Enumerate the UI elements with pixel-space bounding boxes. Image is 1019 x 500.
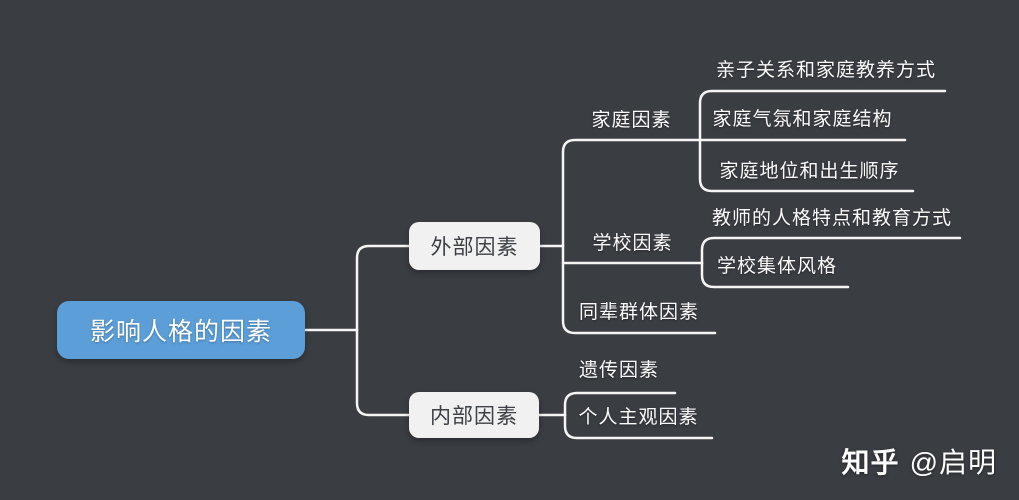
- leaf-school-collective-style: 学校集体风格: [716, 256, 837, 277]
- link-school-to-style: [700, 261, 850, 289]
- link-internal-to-genetic: [563, 391, 677, 417]
- link-root-to-internal: [355, 328, 411, 417]
- node-external-factors: 外部因素: [409, 222, 540, 270]
- node-peer-group-factors: 同辈群体因素: [578, 302, 699, 323]
- leaf-family-status-and-birth-order: 家庭地位和出生顺序: [719, 161, 900, 182]
- author-handle: @启明: [909, 447, 997, 478]
- node-personal-subjective-factors: 个人主观因素: [578, 407, 699, 428]
- leaf-teacher-personality-and-education-style: 教师的人格特点和教育方式: [711, 208, 952, 229]
- link-external-to-peer: [561, 244, 717, 335]
- root-node-factors-affecting-personality: 影响人格的因素: [57, 301, 305, 359]
- link-family-to-status: [698, 138, 915, 193]
- zhihu-watermark: 知乎 @启明: [842, 441, 997, 481]
- link-external-to-family: [561, 138, 702, 248]
- node-internal-factors: 内部因素: [409, 392, 539, 438]
- link-internal-to-subjective: [563, 413, 714, 440]
- link-school-to-teacher: [700, 236, 962, 265]
- node-family-factors: 家庭因素: [591, 110, 672, 131]
- node-school-factors: 学校因素: [592, 233, 673, 254]
- leaf-family-atmosphere-and-structure: 家庭气氛和家庭结构: [712, 109, 893, 130]
- link-root-to-external: [355, 244, 411, 332]
- leaf-parent-child-relationship-and-parenting-style: 亲子关系和家庭教养方式: [715, 60, 936, 81]
- node-genetic-factors: 遗传因素: [578, 360, 659, 381]
- zhihu-brand-text: 知乎: [841, 447, 900, 478]
- link-family-to-parentchild: [698, 89, 947, 142]
